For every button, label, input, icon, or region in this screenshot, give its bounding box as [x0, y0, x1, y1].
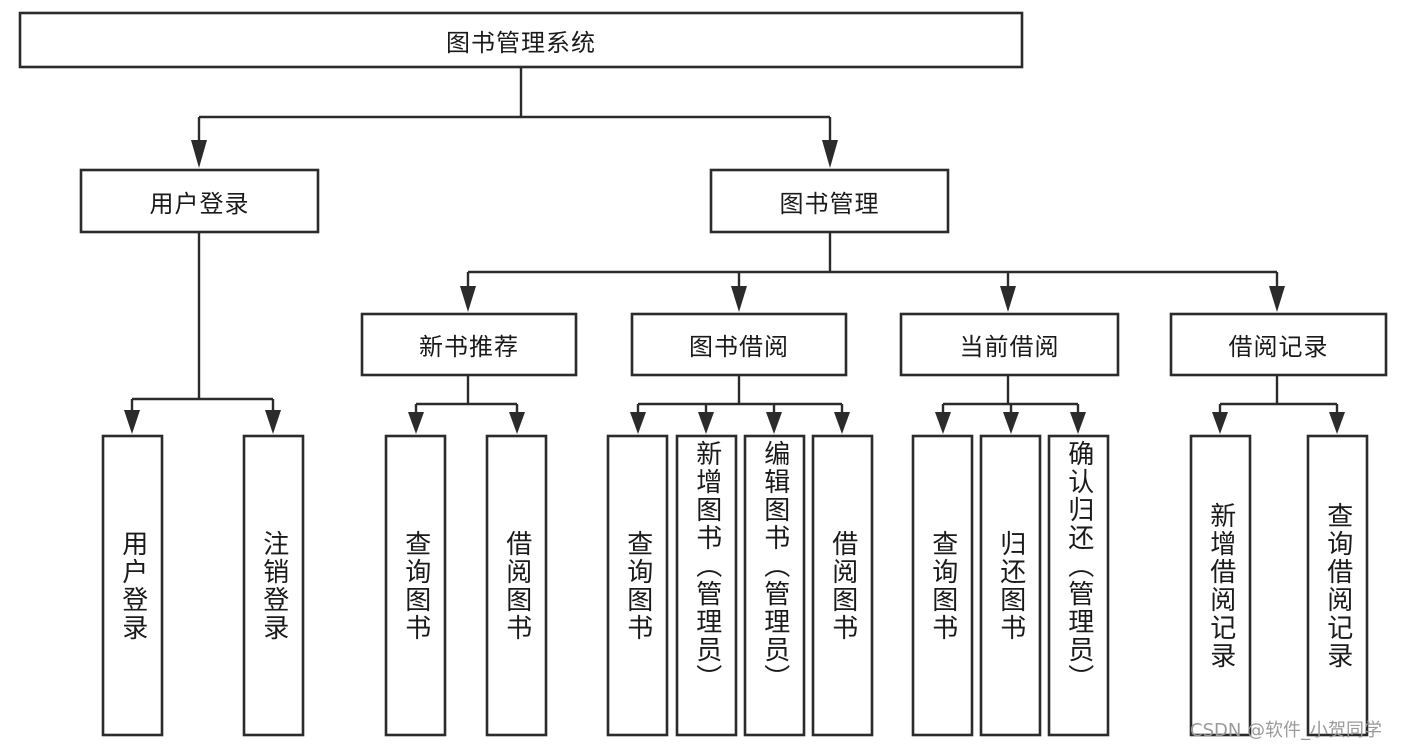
node-leaf-confirm-return[interactable]: [1047, 434, 1110, 737]
node-leaf-borrow-book-1[interactable]: [485, 434, 548, 737]
arrowhead-book-borrow: [731, 286, 747, 312]
arrowhead-leaf-query-book-3: [935, 412, 951, 434]
node-book-borrow[interactable]: [630, 312, 848, 377]
arrowhead-leaf-borrow-book-1: [509, 412, 525, 434]
node-leaf-borrow-book-2[interactable]: [811, 434, 874, 737]
node-leaf-query-book-1[interactable]: [384, 434, 447, 737]
node-leaf-add-book[interactable]: [675, 434, 738, 737]
arrowhead-borrow-record: [1269, 286, 1285, 312]
arrowhead-leaf-add-record: [1212, 412, 1228, 434]
node-leaf-user-login[interactable]: [101, 434, 164, 737]
arrowhead-current-borrow: [1000, 286, 1016, 312]
arrowhead-leaf-confirm-return: [1070, 412, 1086, 434]
node-leaf-add-record[interactable]: [1189, 434, 1252, 737]
node-borrow-record[interactable]: [1169, 312, 1388, 377]
node-current-borrow[interactable]: [899, 312, 1120, 377]
node-book-management[interactable]: [709, 168, 950, 234]
node-leaf-query-book-3[interactable]: [911, 434, 974, 737]
node-leaf-logout-login[interactable]: [242, 434, 305, 737]
node-leaf-query-record[interactable]: [1306, 434, 1369, 737]
arrowhead-leaf-borrow-book-2: [834, 412, 850, 434]
arrowhead-leaf-query-book-2: [630, 412, 646, 434]
node-user-login[interactable]: [79, 168, 320, 234]
arrowhead-leaf-query-record: [1329, 412, 1345, 434]
arrowhead-leaf-add-book: [698, 412, 714, 434]
node-leaf-query-book-2[interactable]: [606, 434, 669, 737]
arrowhead-leaf-edit-book: [766, 412, 782, 434]
node-new-book-recommend[interactable]: [360, 312, 578, 377]
arrowhead-book-management: [822, 140, 838, 168]
node-root-book-management-system[interactable]: [18, 11, 1024, 69]
arrowhead-leaf-query-book-1: [408, 412, 424, 434]
arrowhead-leaf-user-login: [124, 410, 140, 434]
node-leaf-return-book[interactable]: [979, 434, 1042, 737]
arrowhead-leaf-logout-login: [265, 410, 281, 434]
arrowhead-leaf-return-book: [1003, 412, 1019, 434]
arrowhead-user-login: [191, 140, 207, 168]
arrowhead-new-book-recommend: [460, 286, 476, 312]
node-leaf-edit-book[interactable]: [743, 434, 806, 737]
